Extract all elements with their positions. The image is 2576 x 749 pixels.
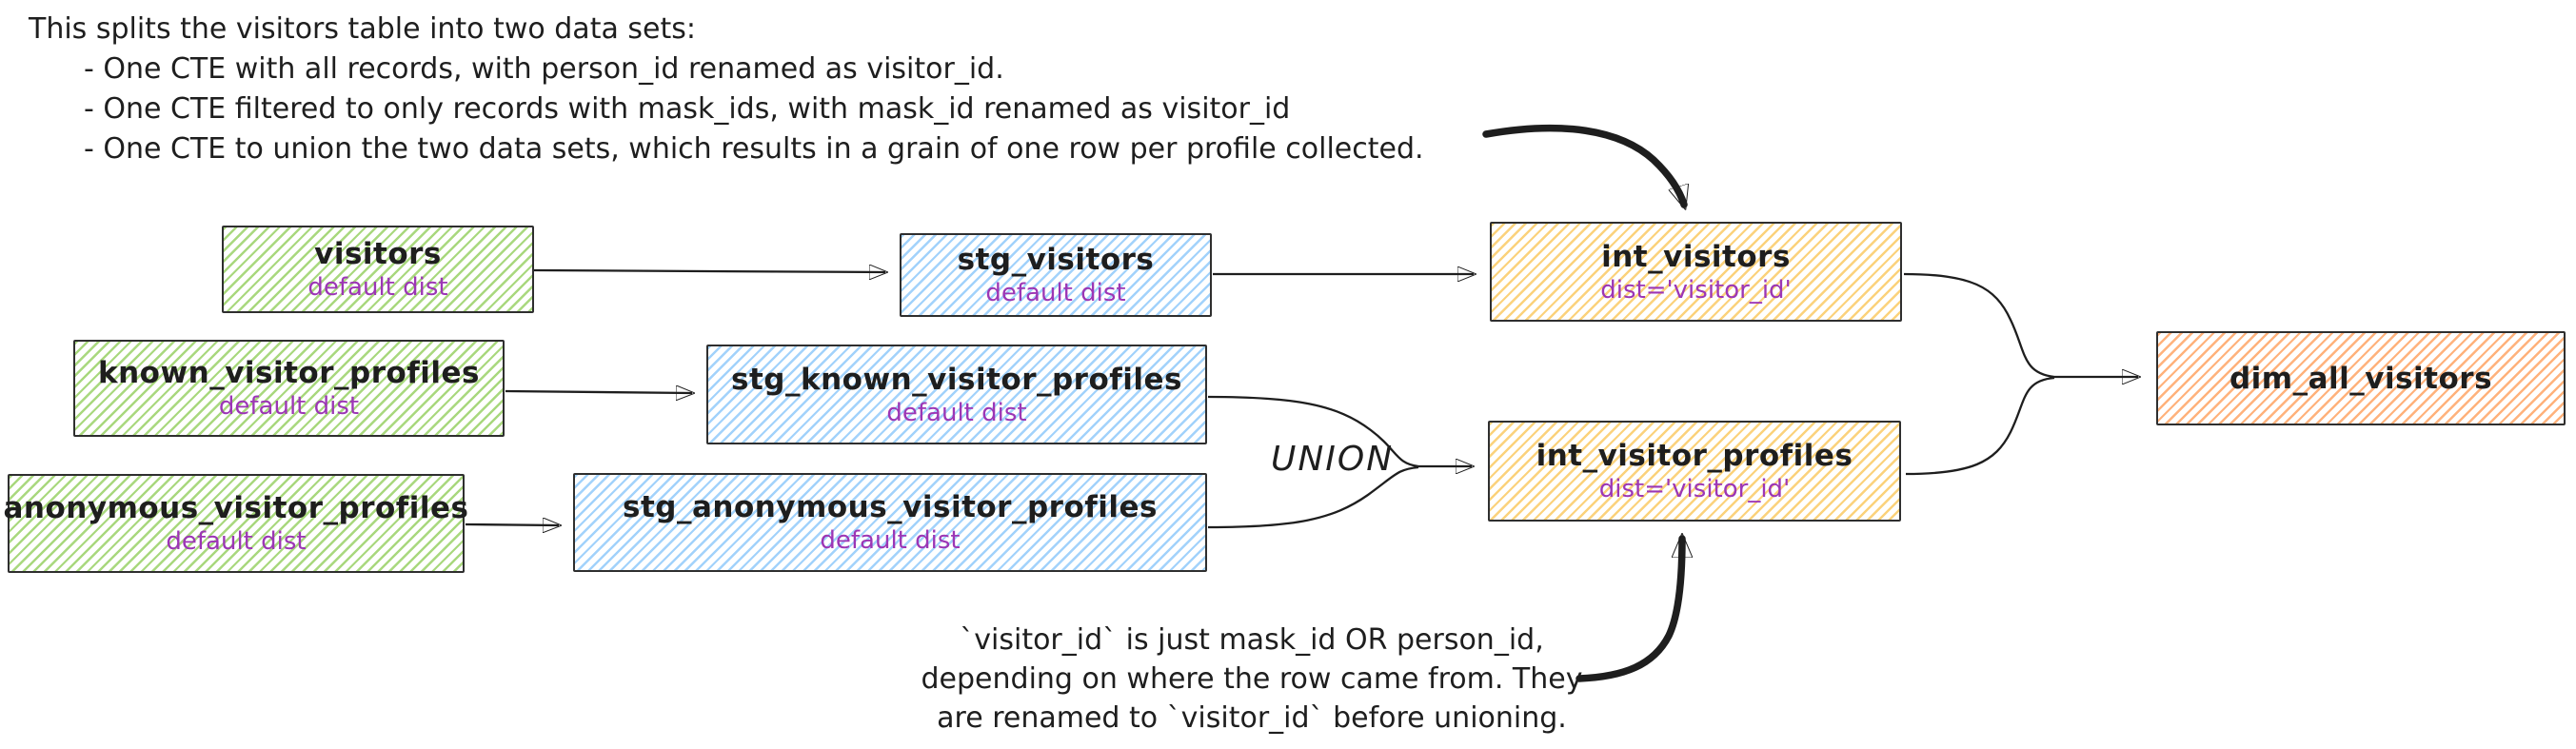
node-stg-visitors: stg_visitors default dist: [900, 233, 1212, 317]
node-title: known_visitor_profiles: [98, 356, 480, 390]
arrow-anon-to-stg-anon: [465, 524, 559, 525]
annotation-top: This splits the visitors table into two …: [29, 10, 1424, 169]
node-title: dim_all_visitors: [2229, 361, 2493, 396]
node-subtitle: default dist: [218, 392, 360, 421]
node-subtitle: default dist: [307, 273, 448, 302]
node-subtitle: default dist: [886, 398, 1027, 427]
node-subtitle: dist='visitor_id': [1598, 475, 1791, 503]
node-dim-all-visitors: dim_all_visitors: [2156, 331, 2566, 425]
node-subtitle: default dist: [985, 279, 1126, 307]
arrow-known-to-stg-known: [505, 391, 692, 393]
node-stg-known-visitor-profiles: stg_known_visitor_profiles default dist: [706, 345, 1207, 444]
annotation-top-bullet-1: - One CTE with all records, with person_…: [84, 52, 1004, 86]
node-anonymous-visitor-profiles: anonymous_visitor_profiles default dist: [4, 474, 468, 573]
union-label: UNION: [1271, 440, 1395, 479]
annotation-bottom: `visitor_id` is just mask_id OR person_i…: [919, 621, 1585, 738]
node-title: int_visitors: [1601, 239, 1791, 274]
curve-int-profiles-to-join: [1905, 376, 2055, 476]
node-title: visitors: [314, 237, 442, 271]
annotation-bottom-line-2: depending on where the row came from. Th…: [921, 662, 1583, 696]
curve-int-visitors-to-join: [1903, 272, 2055, 379]
annotation-bottom-line-3: are renamed to `visitor_id` before union…: [937, 701, 1567, 735]
node-title: stg_visitors: [957, 243, 1155, 277]
annotation-top-bullet-3: - One CTE to union the two data sets, wh…: [84, 132, 1424, 166]
node-title: anonymous_visitor_profiles: [3, 491, 469, 525]
node-stg-anonymous-visitor-profiles: stg_anonymous_visitor_profiles default d…: [573, 473, 1207, 572]
node-subtitle: default dist: [166, 527, 307, 556]
annotation-top-intro: This splits the visitors table into two …: [29, 12, 696, 46]
annotation-bottom-line-1: `visitor_id` is just mask_id OR person_i…: [960, 623, 1544, 657]
node-title: int_visitor_profiles: [1536, 439, 1853, 473]
node-int-visitors: int_visitors dist='visitor_id': [1490, 222, 1902, 322]
node-subtitle: dist='visitor_id': [1600, 275, 1792, 305]
node-title: stg_anonymous_visitor_profiles: [623, 490, 1158, 524]
annotation-top-bullet-2: - One CTE filtered to only records with …: [84, 92, 1291, 126]
node-visitors: visitors default dist: [222, 226, 534, 313]
node-subtitle: default dist: [820, 526, 961, 555]
arrow-note-top-to-int-visitors: [1482, 124, 1684, 205]
node-known-visitor-profiles: known_visitor_profiles default dist: [73, 340, 505, 437]
arrow-note-bottom-to-int-profiles: [1575, 539, 1682, 682]
arrow-visitors-to-stg-visitors: [533, 270, 885, 272]
node-title: stg_known_visitor_profiles: [731, 362, 1182, 397]
node-int-visitor-profiles: int_visitor_profiles dist='visitor_id': [1488, 421, 1901, 522]
